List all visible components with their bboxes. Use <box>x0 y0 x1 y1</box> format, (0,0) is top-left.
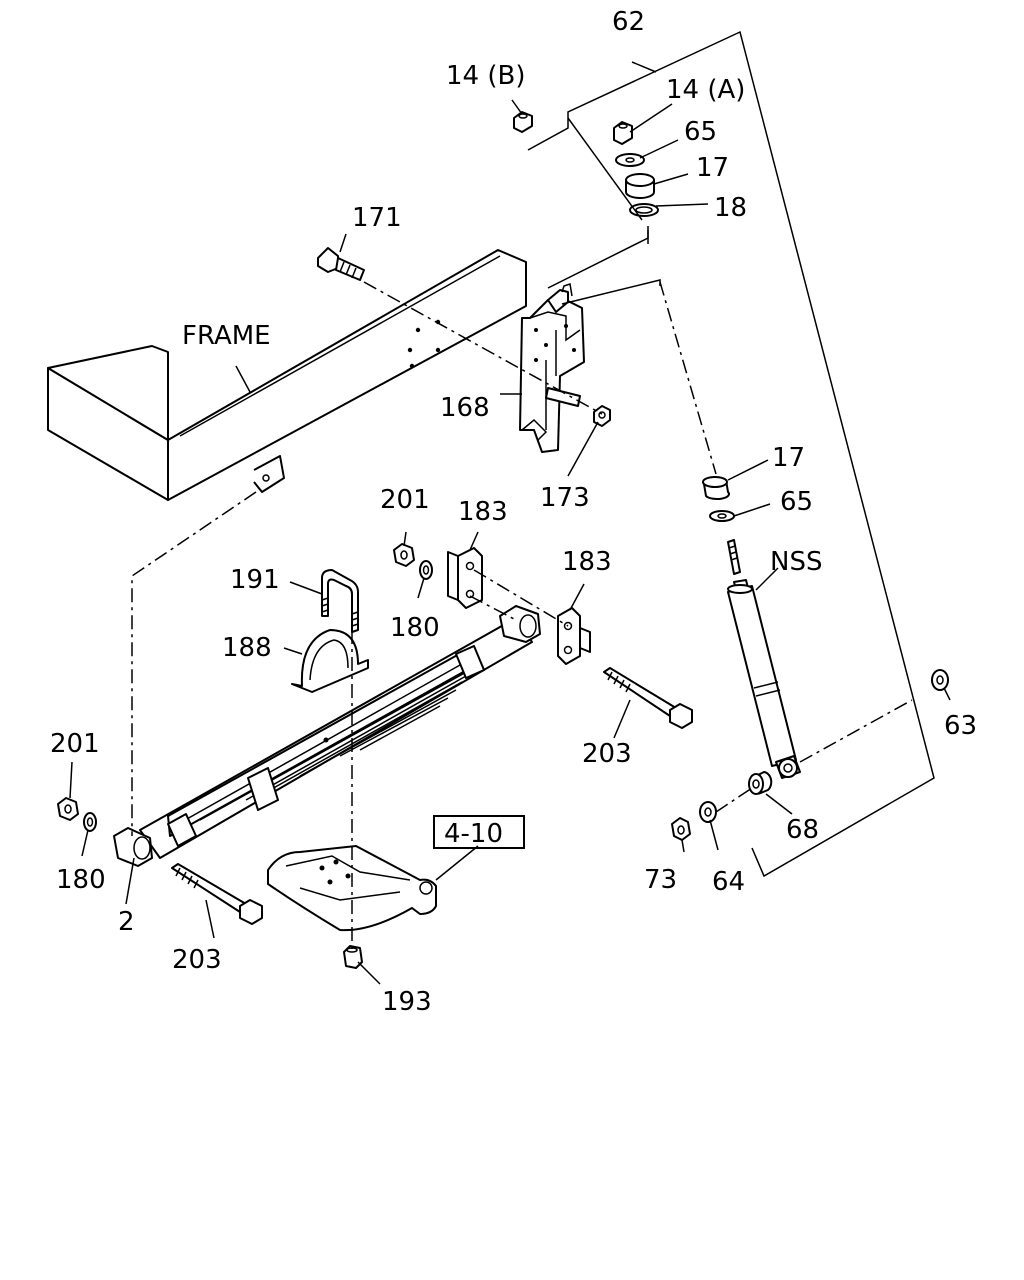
u-bolt-191 <box>321 569 359 633</box>
label-180-mid: 180 <box>390 613 440 643</box>
washer-65-top <box>615 153 645 167</box>
washer-63 <box>931 669 949 691</box>
bolt-203-left <box>171 863 263 925</box>
label-14a: 14 (A) <box>666 75 745 105</box>
label-14b: 14 (B) <box>446 61 525 91</box>
label-168: 168 <box>440 393 490 423</box>
washer-64 <box>699 801 717 823</box>
kit-62-outline <box>527 30 935 878</box>
washer-180-left <box>83 812 97 832</box>
label-73: 73 <box>644 865 677 895</box>
label-188: 188 <box>222 633 272 663</box>
label-201-left: 201 <box>50 729 100 759</box>
label-201-mid: 201 <box>380 485 430 515</box>
bushing-17-top <box>625 173 655 199</box>
label-173: 173 <box>540 483 590 513</box>
nut-14a <box>613 121 633 145</box>
label-62: 62 <box>612 7 645 37</box>
label-203-right: 203 <box>582 739 632 769</box>
bushing-17-mid <box>702 476 730 500</box>
label-frame: FRAME <box>182 321 271 351</box>
nut-193 <box>343 945 363 969</box>
label-63: 63 <box>944 711 977 741</box>
assembly-lines <box>131 230 913 950</box>
spacer-plate-188 <box>291 629 369 693</box>
nut-201-left <box>57 797 79 821</box>
label-64: 64 <box>712 867 745 897</box>
leader-lines <box>69 99 951 985</box>
washer-65-mid <box>709 510 735 522</box>
spring-seat <box>267 845 437 932</box>
label-183-right: 183 <box>562 547 612 577</box>
frame-rail <box>47 249 527 501</box>
label-191: 191 <box>230 565 280 595</box>
label-65-top: 65 <box>684 117 717 147</box>
shock-absorber-nss <box>727 539 801 779</box>
callout-labels: FRAME 62 14 (B) 14 (A) 65 17 18 171 168 … <box>50 7 977 1017</box>
shackle-183-right <box>557 607 591 665</box>
label-2: 2 <box>118 907 135 937</box>
label-193: 193 <box>382 987 432 1017</box>
nut-14b <box>513 111 533 133</box>
label-203-left: 203 <box>172 945 222 975</box>
label-17-top: 17 <box>696 153 729 183</box>
bracket-168 <box>519 283 585 453</box>
label-183-left: 183 <box>458 497 508 527</box>
label-18: 18 <box>714 193 747 223</box>
nut-173 <box>593 405 611 427</box>
label-180-left: 180 <box>56 865 106 895</box>
nut-201-mid <box>393 543 415 567</box>
reference-box <box>433 815 525 849</box>
label-17-mid: 17 <box>772 443 805 473</box>
bolt-203-right <box>603 667 693 729</box>
washer-180-mid <box>419 560 433 580</box>
bolt-171 <box>317 247 365 281</box>
nut-73 <box>671 817 691 841</box>
leaf-spring <box>113 605 541 867</box>
bushing-68 <box>748 771 773 795</box>
label-65-mid: 65 <box>780 487 813 517</box>
label-171: 171 <box>352 203 402 233</box>
label-nss: NSS <box>770 547 822 577</box>
label-68: 68 <box>786 815 819 845</box>
label-4-10: 4-10 <box>444 819 503 849</box>
shackle-183-left <box>447 547 483 609</box>
